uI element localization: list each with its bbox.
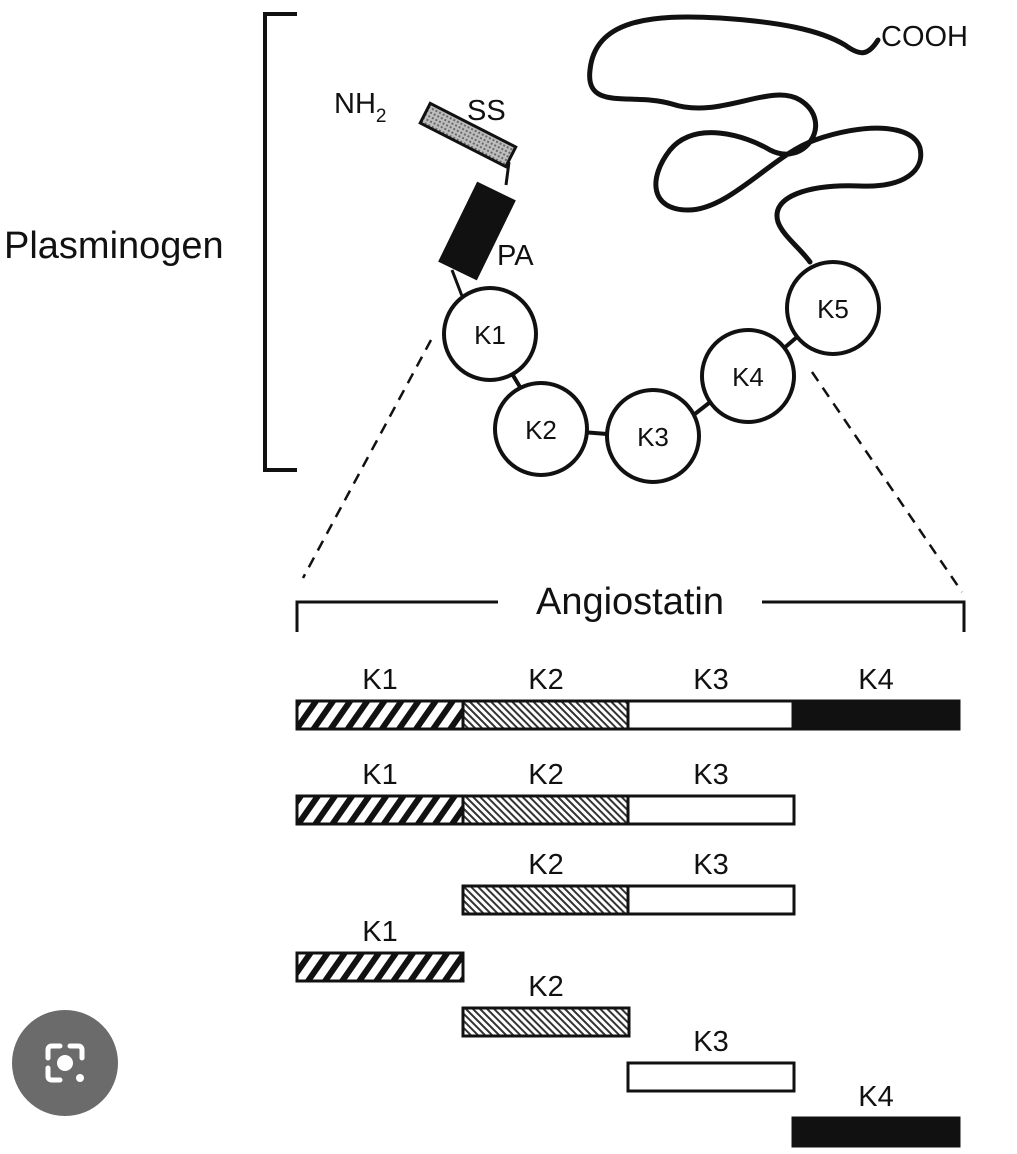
kringle-k5: K5 (785, 260, 881, 356)
fragment-row: K3 (626, 1026, 796, 1093)
fragment-row: K2 (461, 971, 631, 1038)
cooh-label: COOH (881, 21, 968, 53)
angiostatin-label: Angiostatin (536, 581, 724, 623)
svg-text:K2: K2 (525, 415, 557, 445)
fragment-segment-k3 (626, 699, 796, 731)
ss-pa-linker (504, 161, 511, 186)
fragment-row: K1 (295, 916, 465, 983)
cooh-tail-loop (587, 14, 924, 265)
fragment-segment-label: K2 (528, 759, 563, 791)
fragment-segment-label: K1 (362, 664, 397, 696)
angiostatin-bracket (295, 600, 966, 632)
svg-text:K1: K1 (474, 320, 506, 350)
nh2-label: NH2 (334, 88, 386, 127)
lens-search-button[interactable] (12, 1010, 118, 1116)
fragment-segment-k3 (626, 1061, 796, 1093)
svg-text:K4: K4 (732, 362, 764, 392)
fragment-segment-label: K2 (528, 849, 563, 881)
fragment-segment-k2 (461, 794, 631, 826)
kringle-k2: K2 (493, 381, 589, 477)
plasminogen-bracket (263, 12, 297, 472)
fragment-segment-k3 (626, 884, 796, 916)
fragment-segment-label: K3 (693, 1026, 728, 1058)
projection-line-left (301, 339, 433, 579)
lens-search-icon (45, 1043, 85, 1083)
fragment-segment-label: K3 (693, 664, 728, 696)
fragment-segment-label: K2 (528, 664, 563, 696)
fragment-segment-k1 (295, 794, 465, 826)
svg-text:K5: K5 (817, 294, 849, 324)
projection-line-right (810, 371, 964, 593)
ss-label: SS (467, 95, 506, 127)
fragment-segment-label: K1 (362, 759, 397, 791)
fragment-segment-label: K1 (362, 916, 397, 948)
fragment-segment-k4 (791, 699, 961, 731)
fragment-row: K2 K3 (461, 849, 796, 916)
fragment-segment-label: K3 (693, 849, 728, 881)
fragment-row: K4 (791, 1081, 961, 1148)
kringle-k1: K1 (442, 286, 538, 382)
svg-text:K3: K3 (637, 422, 669, 452)
fragment-row: K1 K2 K3 (295, 759, 796, 826)
fragment-segment-label: K4 (858, 664, 893, 696)
fragment-segment-k2 (461, 1006, 631, 1038)
fragment-segment-k2 (461, 884, 631, 916)
fragment-segment-label: K4 (858, 1081, 893, 1113)
plasminogen-label: Plasminogen (4, 225, 224, 267)
fragment-segment-k2 (461, 699, 631, 731)
pa-k1-linker (450, 269, 464, 297)
fragment-segment-k3 (626, 794, 796, 826)
fragment-row: K1 K2 K3 K4 (295, 664, 961, 731)
kringle-k3: K3 (605, 388, 701, 484)
pa-label: PA (497, 240, 534, 272)
fragment-segment-label: K3 (693, 759, 728, 791)
fragment-segment-k1 (295, 951, 465, 983)
pa-domain (438, 181, 516, 281)
kringle-k4: K4 (700, 328, 796, 424)
fragment-segment-k1 (295, 699, 465, 731)
ss-signal-segment (418, 101, 518, 169)
fragment-segment-label: K2 (528, 971, 563, 1003)
fragment-segment-k4 (791, 1116, 961, 1148)
